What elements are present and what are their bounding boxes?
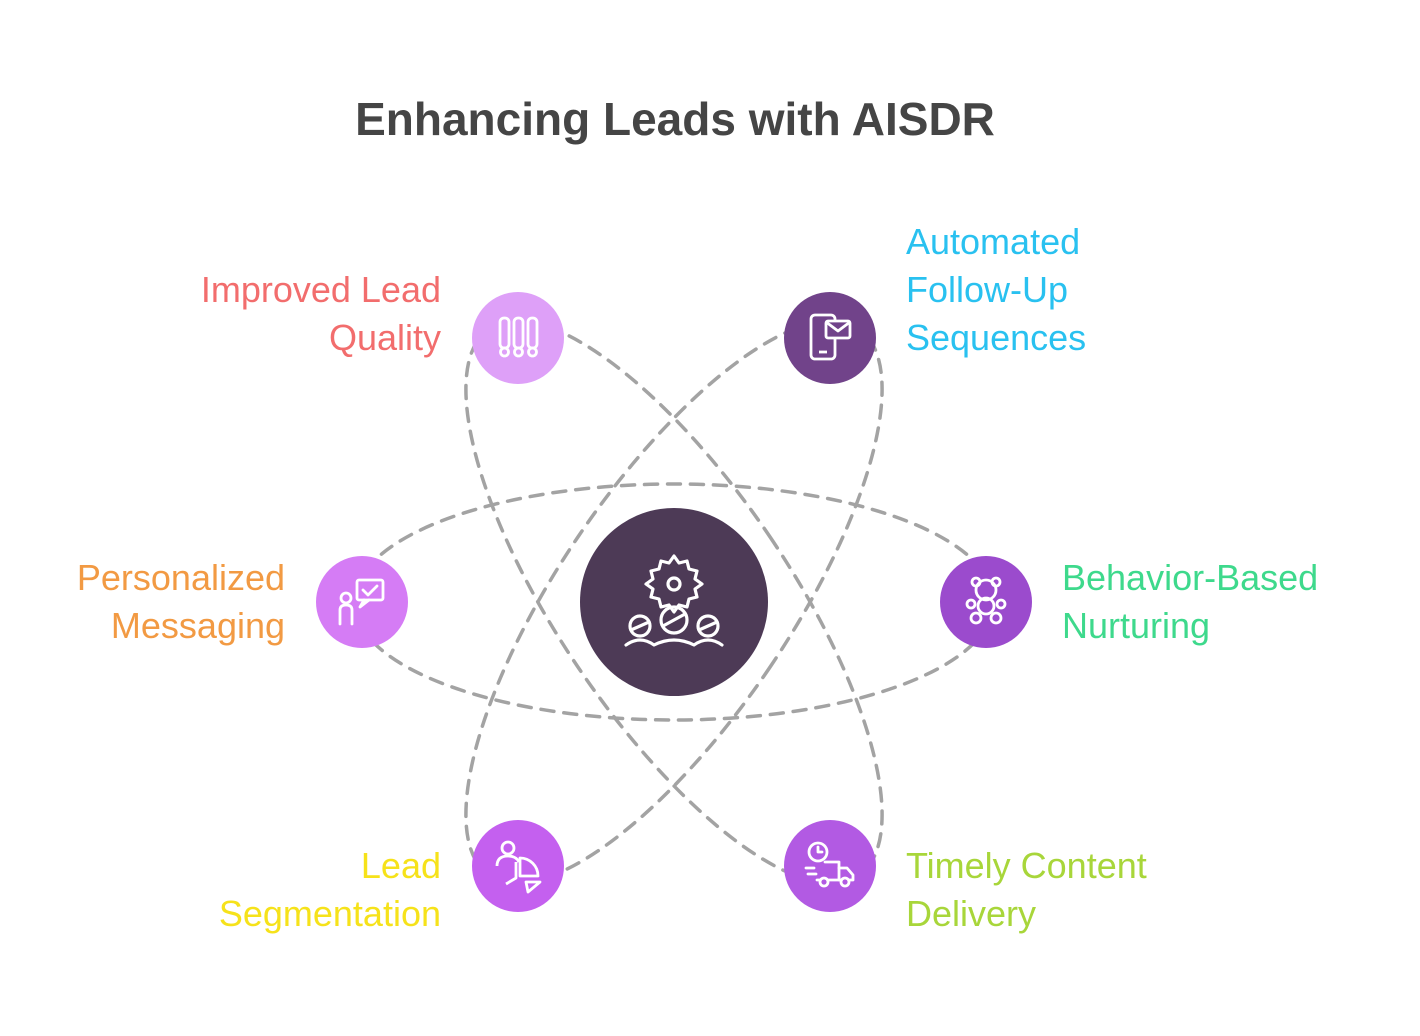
label-line: Automated (906, 221, 1081, 262)
page-title: Enhancing Leads with AISDR (355, 93, 995, 145)
node-improved-lead-quality (472, 292, 564, 384)
center-node (580, 508, 768, 696)
phone-mail-icon (809, 313, 852, 361)
label-automated-follow-up: Automated Follow-Up Sequences (906, 218, 1086, 362)
teddy-bear-icon (965, 576, 1007, 625)
label-line: Improved Lead (200, 269, 441, 310)
label-improved-lead-quality: Improved Lead Quality (201, 266, 441, 362)
delivery-truck-icon (804, 841, 855, 888)
segmentation-icon (495, 840, 542, 894)
node-lead-segmentation (472, 820, 564, 912)
label-line: Quality (328, 317, 441, 358)
label-line: Behavior-Based (1062, 557, 1319, 598)
label-line: Sequences (906, 317, 1087, 358)
node-automated-follow-up (784, 292, 876, 384)
label-timely-content-delivery: Timely Content Delivery (906, 842, 1147, 938)
label-line: Follow-Up (906, 269, 1069, 310)
gear-people-icon (624, 554, 724, 647)
label-line: Personalized (76, 557, 285, 598)
person-chat-icon (338, 578, 385, 626)
label-line: Segmentation (218, 893, 441, 934)
label-line: Messaging (110, 605, 285, 646)
label-lead-segmentation: Lead Segmentation (219, 842, 441, 938)
label-behavior-based-nurturing: Behavior-Based Nurturing (1062, 554, 1318, 650)
label-line: Timely Content (906, 845, 1147, 886)
label-personalized-messaging: Personalized Messaging (77, 554, 285, 650)
label-line: Nurturing (1062, 605, 1211, 646)
filter-tubes-icon (498, 316, 539, 358)
label-line: Delivery (906, 893, 1037, 934)
node-personalized-messaging (316, 556, 408, 648)
node-timely-content-delivery (784, 820, 876, 912)
label-line: Lead (360, 845, 441, 886)
node-behavior-based-nurturing (940, 556, 1032, 648)
